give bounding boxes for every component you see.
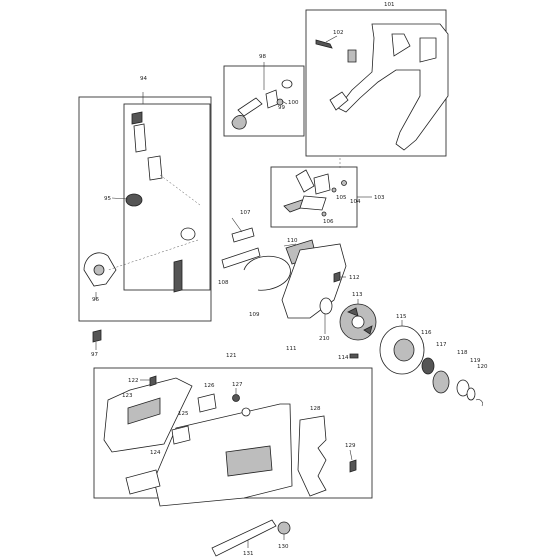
- label-108: 108: [218, 280, 229, 286]
- plate-125: [171, 425, 191, 445]
- label-124: 124: [150, 450, 161, 456]
- circlip-120: [475, 399, 483, 407]
- label-130: 130: [278, 544, 289, 550]
- label-125: 125: [178, 411, 189, 417]
- label-98: 98: [259, 54, 266, 60]
- label-112: 112: [349, 275, 360, 281]
- label-94: 94: [140, 76, 147, 82]
- label-103: 103: [374, 195, 385, 201]
- washer-210: [319, 297, 333, 315]
- cover-part-123: [103, 377, 193, 453]
- nut-130: [277, 521, 291, 535]
- plate-126: [197, 393, 217, 413]
- label-118: 118: [457, 350, 468, 356]
- bolt-112: [333, 271, 341, 283]
- group-box-94-outer: [78, 96, 212, 322]
- label-96: 96: [92, 297, 99, 303]
- label-104: 104: [350, 199, 361, 205]
- label-128: 128: [310, 406, 321, 412]
- handle-pin-102: [315, 39, 357, 63]
- group-box-94-inner: [123, 103, 211, 291]
- bar-plate-131: [211, 519, 277, 557]
- label-123: 123: [122, 393, 133, 399]
- label-97: 97: [91, 352, 98, 358]
- label-120: 120: [477, 364, 488, 370]
- label-116: 116: [421, 330, 432, 336]
- plate-124: [125, 469, 161, 495]
- chain-guide-128: [297, 415, 327, 497]
- label-122: 122: [128, 378, 139, 384]
- label-131: 131: [243, 551, 254, 557]
- label-119: 119: [470, 358, 481, 364]
- label-99: 99: [278, 105, 285, 111]
- clutch-drum-115: [379, 325, 425, 375]
- bearing-116: [421, 357, 435, 375]
- spring-114: [349, 353, 359, 359]
- label-110: 110: [287, 238, 298, 244]
- label-117: 117: [436, 342, 447, 348]
- label-127: 127: [232, 382, 243, 388]
- label-107: 107: [240, 210, 251, 216]
- label-109: 109: [249, 312, 260, 318]
- label-111: 111: [286, 346, 297, 352]
- brake-band-109: [243, 255, 291, 291]
- bolt-122: [149, 375, 157, 387]
- label-100: 100: [288, 100, 299, 106]
- front-handle-part: [329, 23, 449, 151]
- clutch-113: [339, 303, 377, 341]
- washer-118: [456, 379, 470, 397]
- washer-119: [466, 387, 476, 401]
- sprocket-117: [432, 370, 450, 394]
- label-114: 114: [338, 355, 349, 361]
- oil-pump-group-98: [231, 79, 293, 130]
- oil-pump-assembly-94: [83, 111, 196, 343]
- label-121: 121: [226, 353, 237, 359]
- nut-127: [232, 394, 240, 402]
- brake-spring-108: [221, 247, 261, 269]
- label-115: 115: [396, 314, 407, 320]
- label-95: 95: [104, 196, 111, 202]
- brake-linkage-103: [283, 169, 347, 217]
- label-106: 106: [323, 219, 334, 225]
- label-113: 113: [352, 292, 363, 298]
- brake-spring-107: [231, 227, 255, 243]
- label-101: 101: [384, 2, 395, 8]
- label-210: 210: [319, 336, 330, 342]
- label-129: 129: [345, 443, 356, 449]
- label-102: 102: [333, 30, 344, 36]
- label-105: 105: [336, 195, 347, 201]
- bolt-129: [349, 459, 357, 473]
- label-126: 126: [204, 383, 215, 389]
